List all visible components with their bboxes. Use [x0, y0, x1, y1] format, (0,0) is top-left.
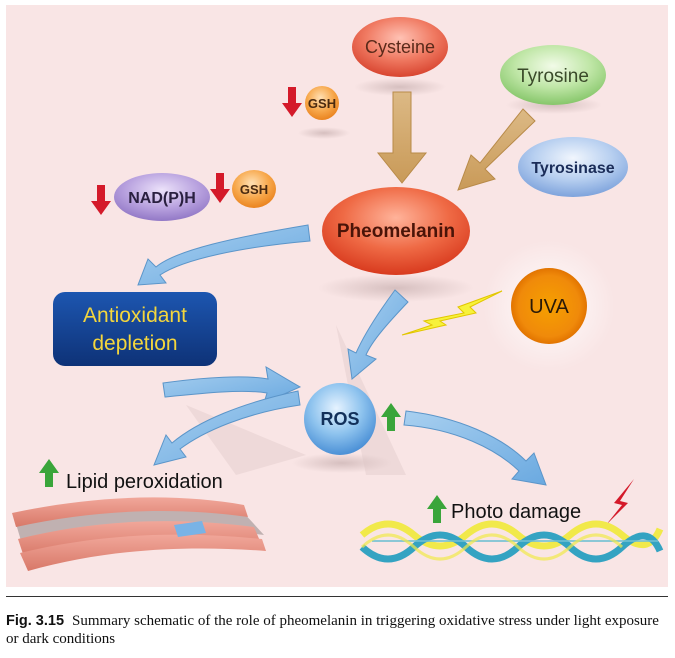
shadow-gsh-top	[298, 127, 350, 139]
caption-label: Fig. 3.15	[6, 613, 65, 629]
antioxidant-label-line2: depletion	[92, 332, 177, 355]
gsh-top-down-arrow-icon	[282, 87, 302, 117]
lipid-up-arrow-icon	[39, 459, 59, 487]
gsh-left-node	[232, 170, 276, 208]
cysteine-node	[352, 17, 448, 77]
caption-text: Summary schematic of the role of pheomel…	[6, 613, 659, 647]
arrow-ros-to-photodamage	[403, 410, 547, 486]
pheomelanin-node	[322, 187, 470, 275]
gsh-left-down-arrow-icon	[210, 173, 230, 203]
diagram-figure: Cysteine Tyrosine Tyrosinase GSH NAD(P)H…	[6, 5, 668, 587]
arrow-pheomelanin-to-antioxidant	[137, 224, 311, 286]
arrow-cysteine-to-pheomelanin	[376, 91, 428, 184]
dna-helix-illustration	[359, 520, 664, 563]
shadow-cysteine	[354, 78, 446, 96]
uva-label: UVA	[529, 296, 569, 318]
photo-damage-label: Photo damage	[451, 501, 581, 523]
caption-divider	[6, 596, 668, 597]
uva-lightning-icon	[401, 290, 503, 336]
antioxidant-depletion-box	[53, 292, 217, 366]
pheomelanin-label: Pheomelanin	[337, 221, 455, 242]
arrow-tyrosine-to-pheomelanin	[457, 108, 536, 191]
shadow-pheomelanin	[318, 274, 474, 302]
antioxidant-label-line1: Antioxidant	[83, 304, 187, 327]
tyrosine-node	[500, 45, 606, 105]
gsh-top-node	[305, 86, 339, 120]
photo-damage-up-arrow-icon	[427, 495, 447, 523]
ros-node	[304, 383, 376, 455]
arrow-ros-to-lipid	[153, 390, 301, 466]
arrow-pheomelanin-to-ros	[347, 289, 409, 380]
tyrosine-label: Tyrosine	[517, 66, 589, 87]
lipid-peroxidation-label: Lipid peroxidation	[66, 471, 223, 493]
photo-damage-lightning-icon	[606, 479, 634, 525]
gsh-top-label: GSH	[308, 96, 336, 111]
shadow-ros	[292, 453, 392, 473]
ros-label: ROS	[320, 409, 359, 429]
gsh-left-label: GSH	[240, 182, 268, 197]
tyrosinase-node	[518, 137, 628, 197]
lipid-bilayer-illustration	[12, 497, 266, 571]
uva-node	[511, 268, 587, 344]
nadph-down-arrow-icon	[91, 185, 111, 215]
tyrosinase-label: Tyrosinase	[531, 160, 614, 177]
nadph-node	[114, 173, 210, 221]
cysteine-label: Cysteine	[365, 37, 435, 57]
lipid-damage-patch	[174, 521, 206, 537]
nadph-label: NAD(P)H	[128, 190, 196, 207]
ros-up-arrow-icon	[381, 403, 401, 431]
